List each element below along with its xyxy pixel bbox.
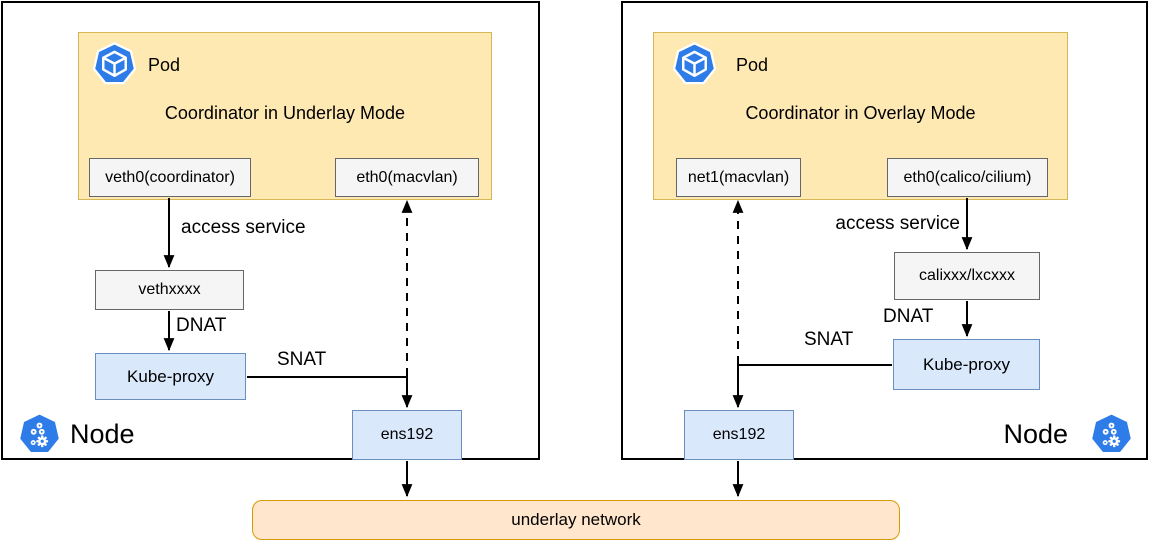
dnat-label-left: DNAT <box>176 315 227 336</box>
access-service-label-right: access service <box>835 213 960 234</box>
pod-title-right: Coordinator in Overlay Mode <box>745 103 976 123</box>
dnat-label-right: DNAT <box>883 306 934 327</box>
net1-macvlan-box: net1(macvlan) <box>676 158 801 197</box>
kubernetes-pod-icon <box>672 42 717 85</box>
ens192-box-left: ens192 <box>352 410 462 460</box>
kube-proxy-label-right: Kube-proxy <box>923 354 1010 374</box>
underlay-network-label: underlay network <box>511 510 641 529</box>
net1-macvlan-label: net1(macvlan) <box>687 168 790 186</box>
kubernetes-node-icon <box>17 412 62 455</box>
node-label-left: Node <box>70 419 135 449</box>
kube-proxy-box-right: Kube-proxy <box>893 339 1040 390</box>
eth0-calico-cilium-label: eth0(calico/cilium) <box>903 168 1032 186</box>
ens192-box-right: ens192 <box>684 410 794 460</box>
node-label-right: Node <box>1003 419 1068 449</box>
veth0-coordinator-box: veth0(coordinator) <box>89 158 251 197</box>
kubernetes-pod-icon <box>92 42 137 85</box>
veth0-coordinator-label: veth0(coordinator) <box>105 168 235 186</box>
underlay-network-box: underlay network <box>252 500 900 540</box>
eth0-macvlan-box: eth0(macvlan) <box>335 158 479 197</box>
vethxxxx-box: vethxxxx <box>95 270 244 310</box>
kube-proxy-box-left: Kube-proxy <box>95 353 246 400</box>
ens192-label-left: ens192 <box>380 426 434 443</box>
vethxxxx-label: vethxxxx <box>138 281 201 298</box>
ens192-label-right: ens192 <box>712 426 766 443</box>
pod-title-left: Coordinator in Underlay Mode <box>164 103 406 123</box>
kube-proxy-label-left: Kube-proxy <box>127 366 214 386</box>
calixxx-lxcxxx-label: calixxx/lxcxxx <box>918 267 1015 284</box>
snat-label-left: SNAT <box>277 349 327 370</box>
calixxx-lxcxxx-box: calixxx/lxcxxx <box>894 252 1040 300</box>
access-service-label-left: access service <box>181 217 306 238</box>
eth0-calico-cilium-box: eth0(calico/cilium) <box>887 158 1048 197</box>
eth0-macvlan-label: eth0(macvlan) <box>356 168 458 186</box>
pod-label-left: Pod <box>148 55 181 75</box>
pod-label-right: Pod <box>736 55 769 75</box>
snat-label-right: SNAT <box>804 329 854 350</box>
kubernetes-node-icon <box>1089 412 1134 455</box>
